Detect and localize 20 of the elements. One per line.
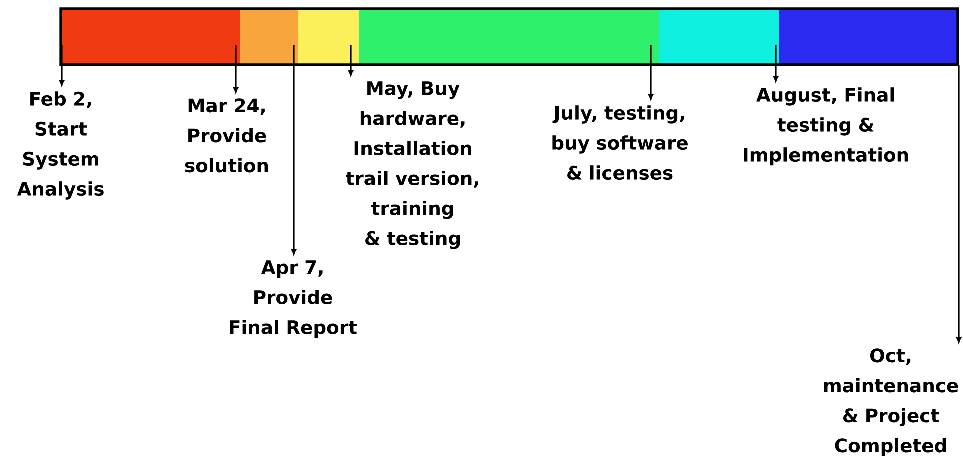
milestone-label: May, Buy hardware, Installation trail version, training & testing	[346, 82, 478, 250]
arrow	[348, 45, 354, 76]
arrow	[956, 65, 962, 343]
arrow	[773, 45, 779, 82]
arrow	[291, 45, 297, 255]
arrow	[233, 45, 239, 93]
timeline-segment	[61, 9, 240, 66]
timeline-segment	[359, 9, 660, 66]
milestone-label: Apr 7, Provide Final Report	[230, 260, 358, 338]
timeline-segment	[240, 9, 298, 66]
timeline-segment	[298, 9, 360, 66]
timeline-segment	[659, 9, 780, 66]
arrow	[648, 45, 654, 100]
arrow	[59, 45, 65, 86]
milestone-label: August, Final testing & Implementation	[744, 88, 908, 166]
milestone-label: Mar 24, Provide solution	[185, 98, 268, 173]
timeline-segment	[779, 9, 958, 66]
milestone-label: July, testing, buy software & licenses	[552, 106, 688, 180]
milestone-label: Feb 2, Start System Analysis	[17, 92, 104, 200]
milestone-label: Oct, maintenance & Project Completed	[824, 348, 958, 456]
